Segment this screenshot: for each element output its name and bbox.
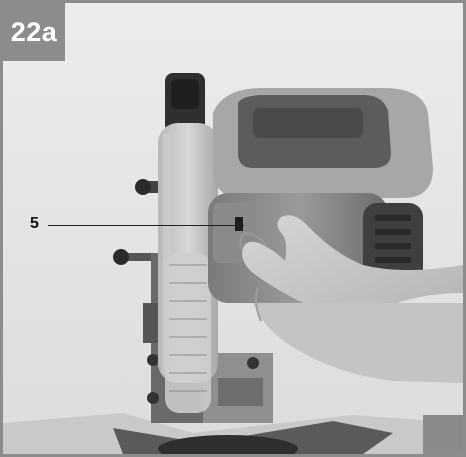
callout-number: 5 <box>30 215 39 232</box>
callout-leader-line <box>48 225 244 226</box>
saw-photo <box>3 3 463 454</box>
figure-label: 22a <box>3 3 65 61</box>
